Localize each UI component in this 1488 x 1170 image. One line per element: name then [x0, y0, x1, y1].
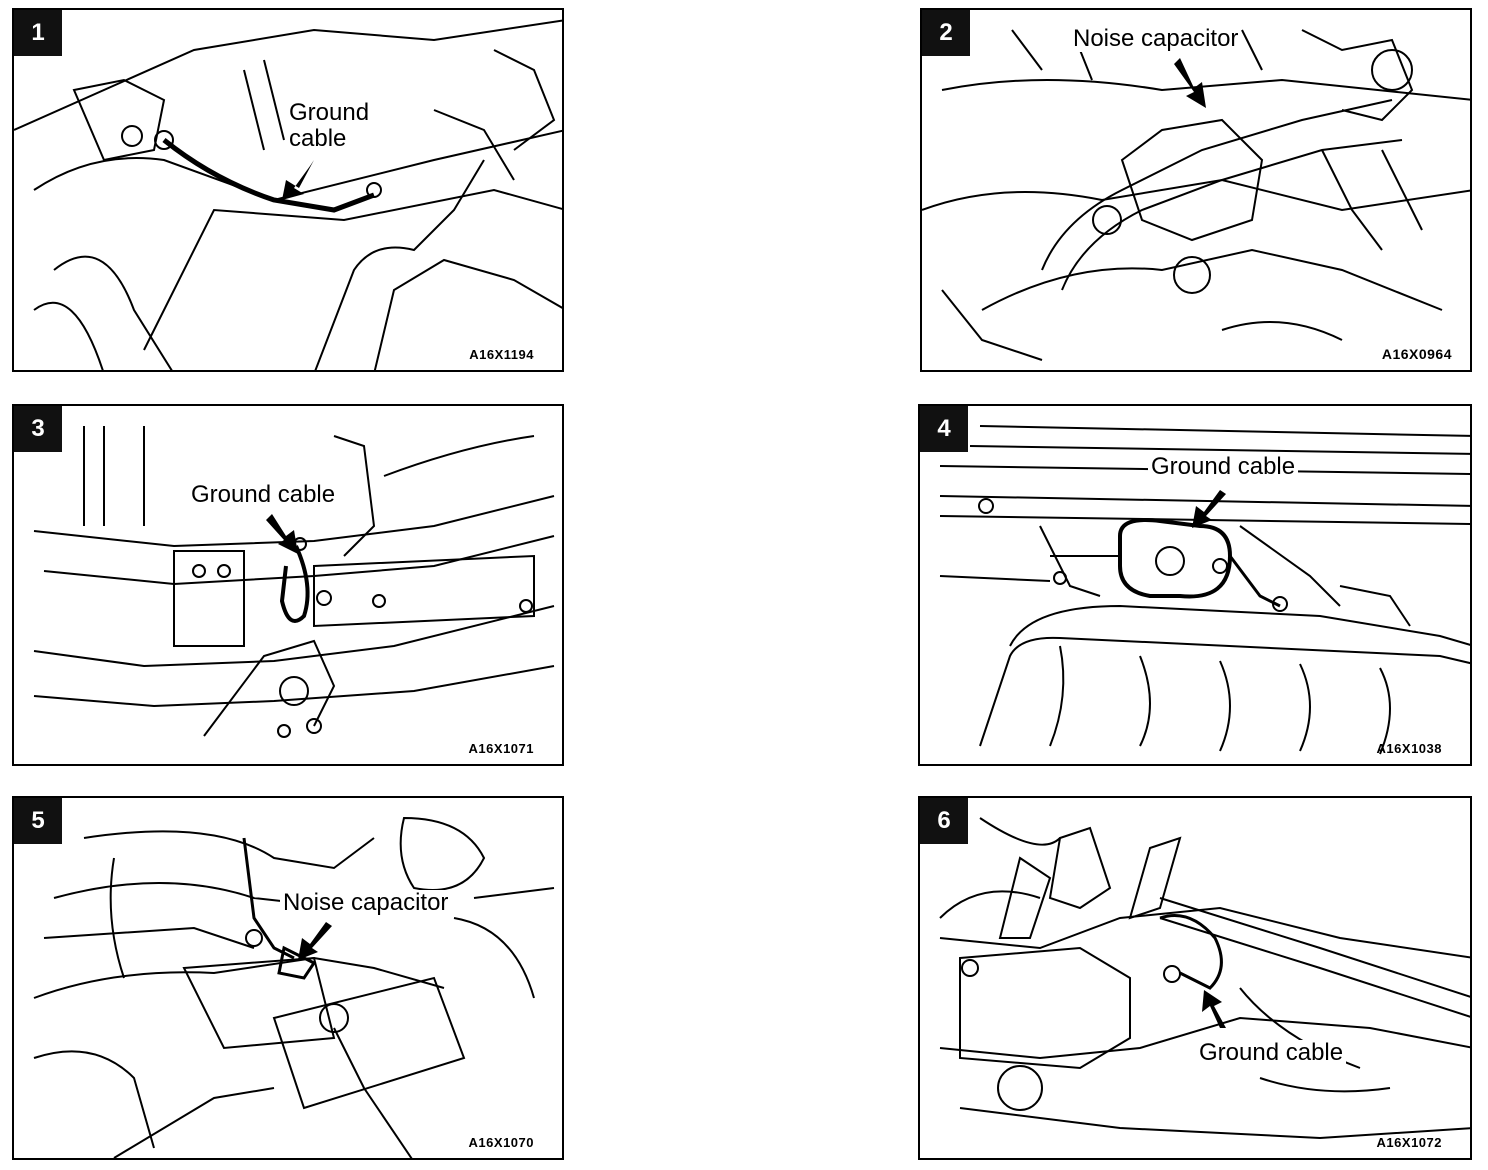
diagram-panel-5: 5 Noise capacitor A16X1070 [12, 796, 564, 1160]
figure-code: A16X0964 [1381, 346, 1452, 362]
figure-code: A16X1194 [469, 347, 534, 362]
diagram-panel-1: 1 Ground cable A16X1194 [12, 8, 564, 372]
callout-label: Ground cable [188, 482, 339, 508]
callout-label: Ground cable [1196, 1040, 1347, 1066]
arrow-icon [282, 160, 314, 200]
callout-label: Noise capacitor [280, 890, 452, 916]
diagram-panel-3: 3 Ground cable A16X1071 [12, 404, 564, 766]
step-number-badge: 4 [920, 406, 968, 452]
diagram-panel-6: 6 Ground cable A16X1072 [918, 796, 1472, 1160]
step-number-badge: 2 [922, 10, 970, 56]
arrow-icon [1192, 490, 1226, 528]
arrow-icon [1174, 58, 1206, 108]
engine-line-drawing [33, 426, 555, 738]
callout-label: Ground cable [1148, 454, 1299, 480]
engine-line-drawing [922, 29, 1470, 361]
arrow-icon [266, 514, 298, 554]
callout-label: Noise capacitor [1070, 26, 1242, 52]
figure-code: A16X1072 [1376, 1135, 1442, 1150]
figure-code: A16X1038 [1376, 741, 1442, 756]
step-number-badge: 5 [14, 798, 62, 844]
engine-line-drawing [33, 816, 555, 1158]
engine-line-drawing [14, 19, 562, 370]
arrow-icon [298, 922, 332, 960]
step-number-badge: 6 [920, 798, 968, 844]
callout-label: Ground cable [286, 100, 373, 152]
step-number-badge: 3 [14, 406, 62, 452]
figure-code: A16X1070 [468, 1135, 534, 1150]
diagram-panel-4: 4 Ground cable A16X1038 [918, 404, 1472, 766]
diagram-panel-2: 2 Noise capacitor A16X0964 [920, 8, 1472, 372]
arrow-icon [1202, 990, 1226, 1028]
figure-code: A16X1071 [468, 741, 534, 756]
step-number-badge: 1 [14, 10, 62, 56]
engine-line-drawing [939, 425, 1470, 755]
